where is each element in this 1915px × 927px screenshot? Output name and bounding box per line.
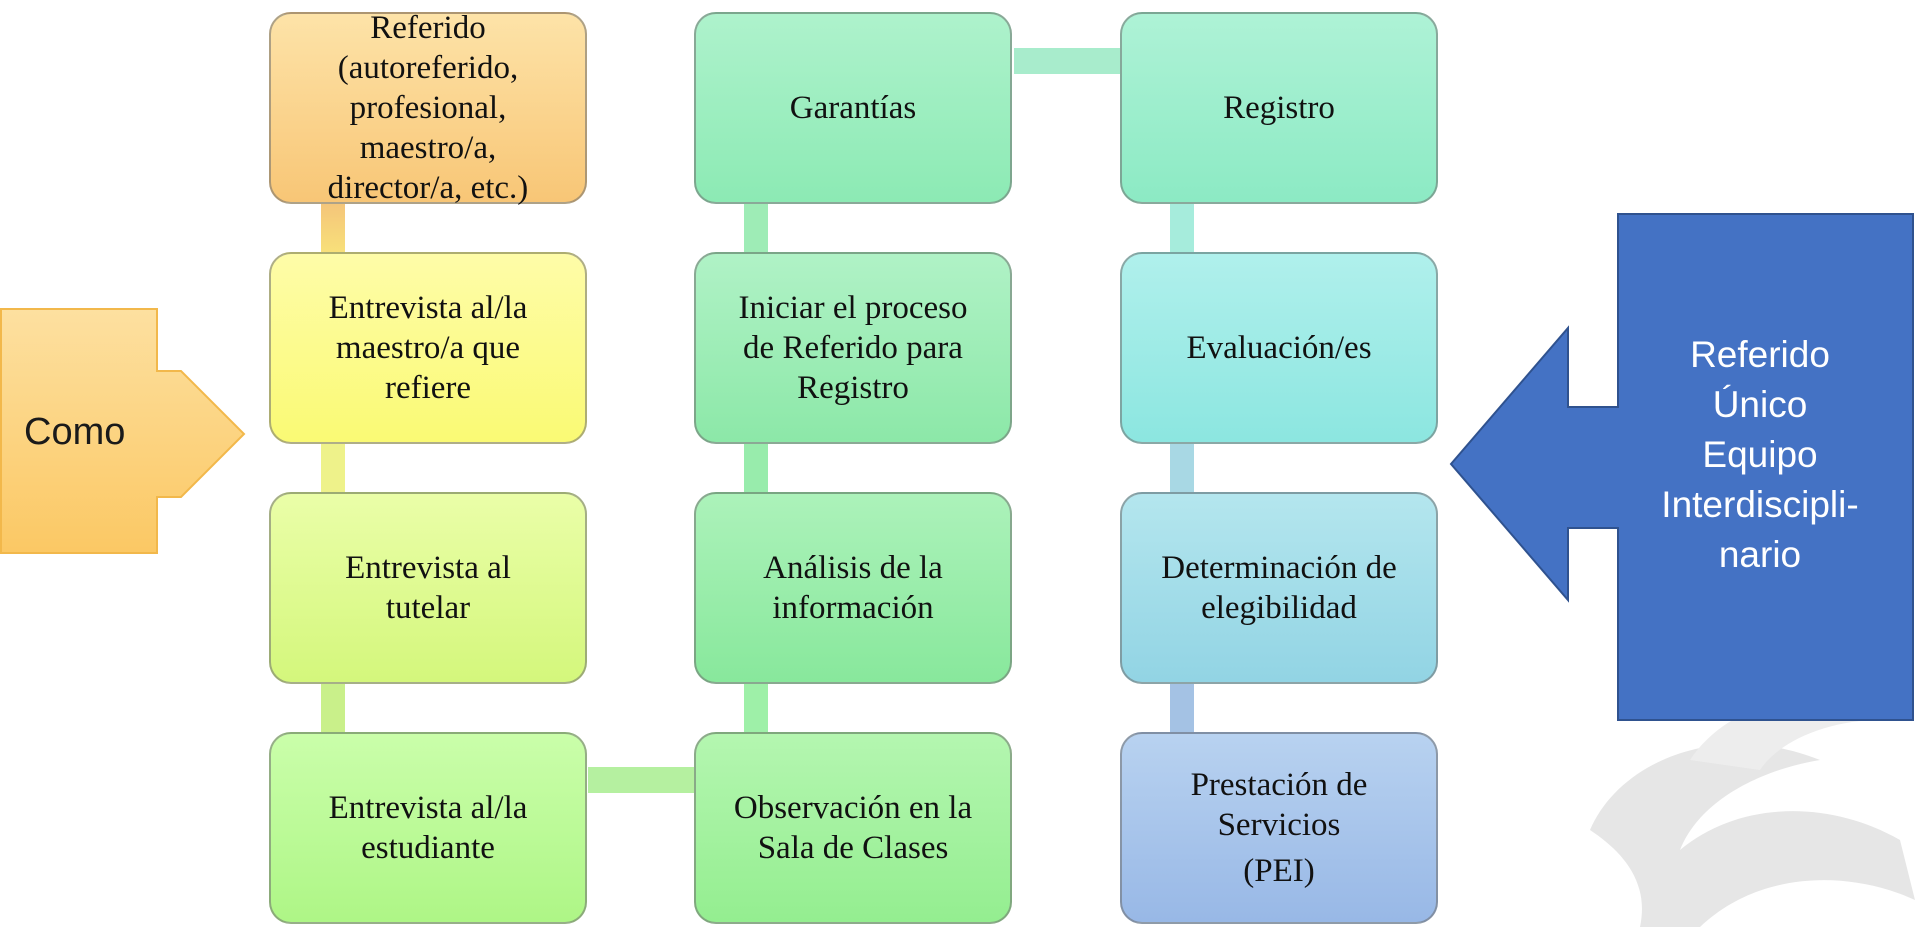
connector-8-9 <box>1014 48 1122 74</box>
step-referido: Referido (autoreferido, profesional, mae… <box>269 10 587 206</box>
step-entrevista-maestro: Entrevista al/la maestro/a que refiere <box>269 252 587 444</box>
referido-unico-label: Referido Único Equipo Interdiscipli- nar… <box>1661 334 1859 575</box>
connector-2-3 <box>321 444 345 496</box>
connector-10-11 <box>1170 444 1194 496</box>
step-observacion: Observación en la Sala de Clases <box>694 732 1012 924</box>
connector-1-2 <box>321 198 345 256</box>
step-iniciar-proceso: Iniciar el proceso de Referido para Regi… <box>694 252 1012 444</box>
right-arrow-icon <box>0 308 246 554</box>
connector-9-10 <box>1170 198 1194 256</box>
connector-11-12 <box>1170 684 1194 736</box>
left-arrow-icon <box>1449 213 1914 721</box>
step-prestacion: Prestación de Servicios (PEI) <box>1120 732 1438 924</box>
connector-6-7 <box>744 444 768 496</box>
connector-5-6 <box>744 684 768 736</box>
step-entrevista-estudiante: Entrevista al/la estudiante <box>269 732 587 924</box>
step-evaluacion: Evaluación/es <box>1120 252 1438 444</box>
step-registro: Registro <box>1120 12 1438 204</box>
step-analisis: Análisis de la información <box>694 492 1012 684</box>
connector-4-5 <box>588 767 696 793</box>
step-garantias: Garantías <box>694 12 1012 204</box>
como-label: Como <box>24 411 126 453</box>
step-entrevista-tutelar: Entrevista al tutelar <box>269 492 587 684</box>
connector-7-8 <box>744 198 768 256</box>
step-determinacion: Determinación de elegibilidad <box>1120 492 1438 684</box>
connector-3-4 <box>321 684 345 736</box>
